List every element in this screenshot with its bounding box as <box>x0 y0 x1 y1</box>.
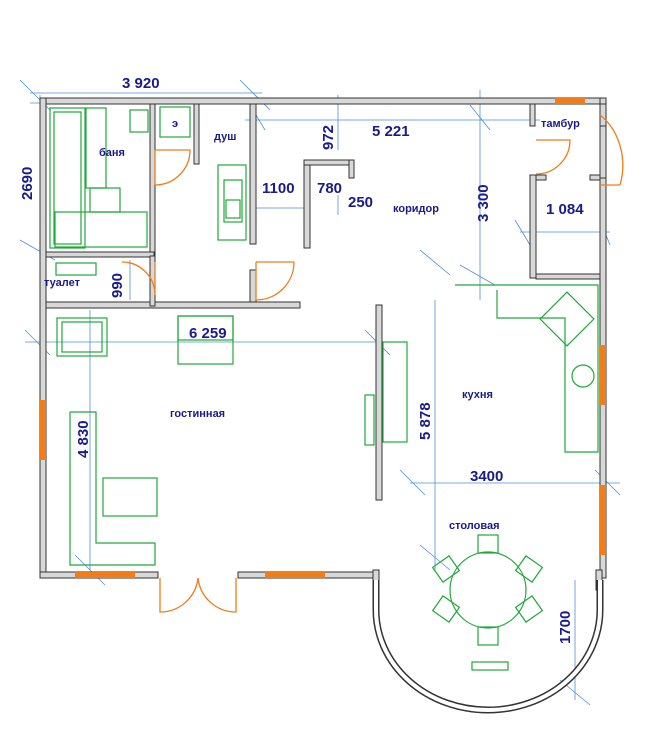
dim-1100: 1100 <box>262 180 295 197</box>
room-banya: баня <box>99 147 125 159</box>
armchair <box>56 317 108 357</box>
room-tambur: тамбур <box>541 118 580 130</box>
chair <box>431 555 461 583</box>
room-gostinaya: гостинная <box>170 408 225 420</box>
dim-3400: 3400 <box>470 468 503 485</box>
tv-stand <box>382 341 408 443</box>
dim-780: 780 <box>317 180 342 197</box>
dim-972: 972 <box>320 125 337 150</box>
dim-1700: 1700 <box>557 611 574 644</box>
room-stolovaya: столовая <box>449 520 500 532</box>
dining-bay-wall-inner <box>374 580 602 712</box>
dimension-lines <box>19 79 621 706</box>
chair <box>514 555 544 583</box>
windows <box>40 98 606 578</box>
sink <box>539 291 595 347</box>
kitchen-counter <box>455 284 599 453</box>
stove <box>571 364 595 388</box>
chair <box>431 595 461 623</box>
coffee-table <box>102 477 158 517</box>
dim-1084: 1 084 <box>546 201 584 218</box>
dim-990: 990 <box>109 273 126 298</box>
toilet <box>55 262 97 276</box>
room-koridor: коридор <box>393 203 439 215</box>
dim-left-height: 2690 <box>19 167 36 200</box>
tv <box>364 394 375 446</box>
room-dush: душ <box>214 131 236 143</box>
dining-table <box>449 551 527 629</box>
dim-250: 250 <box>348 194 373 211</box>
dim-top-width: 3 920 <box>122 75 160 92</box>
room-kuhnya: кухня <box>462 389 493 401</box>
dim-4830: 4 830 <box>75 420 92 458</box>
room-labels: баня душ туалет коридор тамбур кухня гос… <box>44 118 580 532</box>
corner-sofa <box>69 411 156 566</box>
dimension-labels: 3 920 2690 5 221 972 1100 780 250 3 300 … <box>19 75 584 644</box>
furniture <box>49 106 599 671</box>
dim-5878: 5 878 <box>417 402 434 440</box>
dim-corridor-width: 5 221 <box>372 123 410 140</box>
chair <box>514 595 544 623</box>
chair <box>477 626 499 646</box>
chair <box>477 534 499 554</box>
dim-6259: 6 259 <box>189 325 227 342</box>
shower-tray <box>217 164 247 241</box>
buffet <box>471 661 509 671</box>
doors <box>121 114 624 613</box>
dim-3300: 3 300 <box>475 184 492 222</box>
sauna-bench <box>49 107 86 249</box>
room-tualet: туалет <box>44 277 81 289</box>
room-small-mark: э <box>172 118 178 130</box>
